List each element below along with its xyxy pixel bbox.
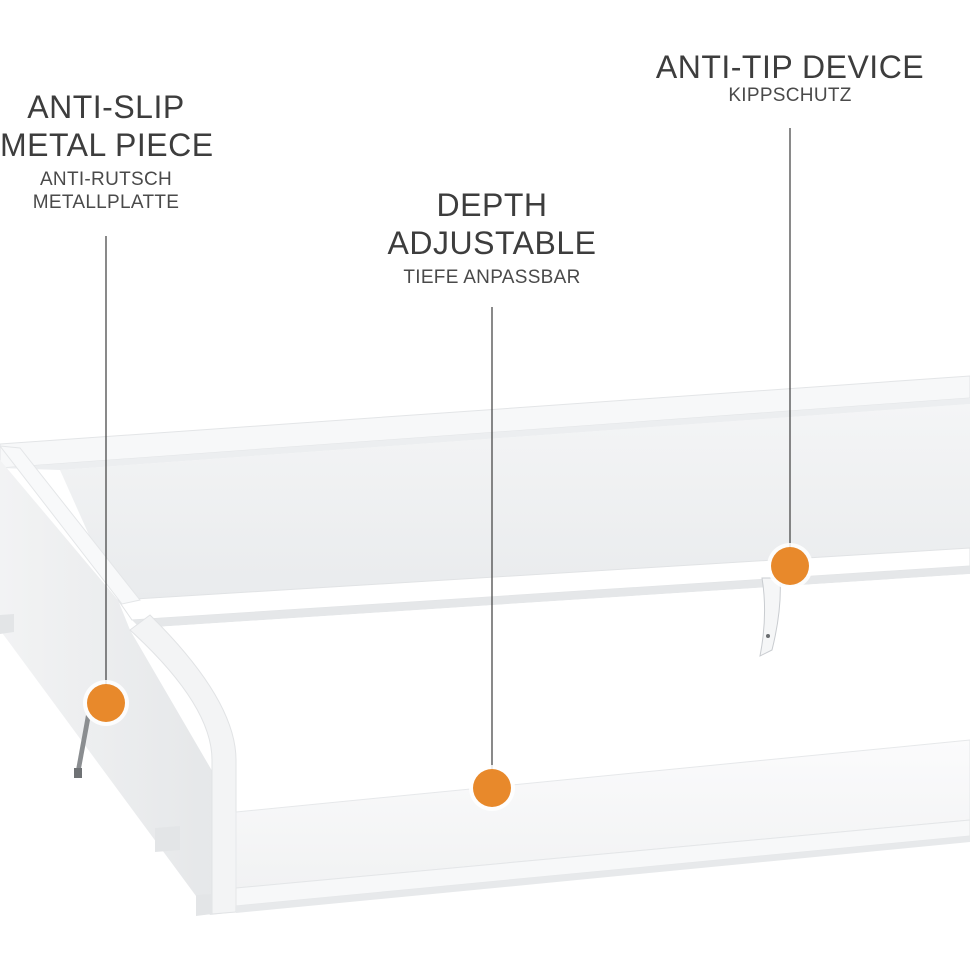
depth-callout: DEPTH ADJUSTABLE TIEFE ANPASSBAR <box>382 186 602 287</box>
anti-tip-subtitle: KIPPSCHUTZ <box>728 85 852 106</box>
back-wall <box>0 375 970 469</box>
depth-title-line2: ADJUSTABLE <box>387 225 597 261</box>
back-wall-inner-face <box>60 404 970 600</box>
depth-title-line1: DEPTH <box>436 187 548 223</box>
depth-subtitle: TIEFE ANPASSBAR <box>403 267 581 288</box>
anti-slip-subtitle-line2: METALLPLATTE <box>32 192 180 213</box>
anti-slip-title-line1: ANTI-SLIP <box>27 89 185 125</box>
anti-slip-title-line2: METAL PIECE <box>0 127 214 163</box>
depth-marker <box>469 765 515 811</box>
anti-tip-bracket-icon <box>759 577 781 657</box>
anti-tip-marker <box>767 543 813 589</box>
anti-slip-subtitle-line1: ANTI-RUTSCH <box>39 169 173 190</box>
anti-tip-title: ANTI-TIP DEVICE <box>655 49 925 85</box>
front-rail <box>235 739 970 889</box>
anti-slip-metal-piece-icon <box>74 715 90 778</box>
anti-tip-callout: ANTI-TIP DEVICE KIPPSCHUTZ <box>650 50 930 105</box>
anti-slip-callout: ANTI-SLIP METAL PIECE ANTI-RUTSCH METALL… <box>0 88 214 213</box>
anti-slip-marker <box>83 680 129 726</box>
back-ledge <box>117 547 970 621</box>
